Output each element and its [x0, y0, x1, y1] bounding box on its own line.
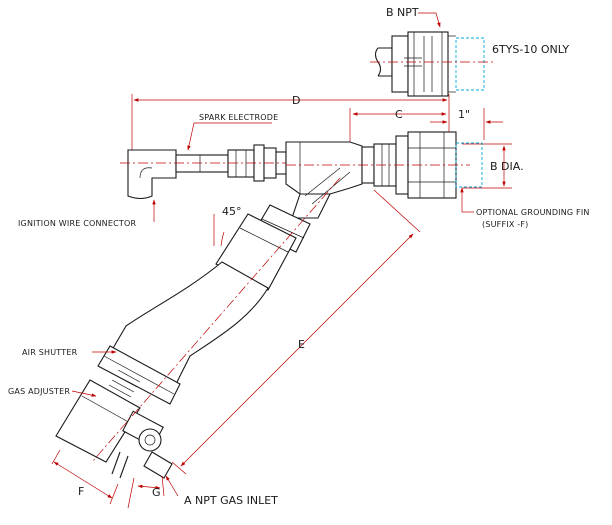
- left-callouts: AIR SHUTTER GAS ADJUSTER: [8, 348, 117, 397]
- angle-45-label: 45°: [222, 205, 242, 218]
- dim-d-label: D: [292, 94, 300, 107]
- suffix-f-label: (SUFFIX -F): [482, 220, 528, 229]
- air-shutter-label: AIR SHUTTER: [22, 348, 78, 357]
- ignition-wire-connector-label: IGNITION WIRE CONNECTOR: [18, 219, 136, 228]
- dim-c-label: C: [395, 108, 403, 121]
- top-dimensions: D C 1" B DIA.: [131, 94, 524, 189]
- dim-e-label: E: [298, 338, 305, 351]
- dimension-e: E: [171, 189, 421, 475]
- b-dia-label: B DIA.: [490, 160, 524, 173]
- burner-body: [285, 131, 483, 219]
- dim-f-label: F: [78, 485, 84, 498]
- b-npt-label: B NPT: [386, 6, 419, 19]
- dim-1in-label: 1": [458, 108, 470, 121]
- dim-g-label: G: [152, 486, 161, 499]
- grounding-fin-callout: OPTIONAL GROUNDING FIN (SUFFIX -F): [460, 187, 590, 229]
- a-npt-gas-inlet-label: A NPT GAS INLET: [184, 494, 278, 507]
- spark-electrode-label: SPARK ELECTRODE: [199, 113, 278, 122]
- bottom-dimensions: F G A NPT GAS INLET: [51, 449, 278, 509]
- ignition-assembly: SPARK ELECTRODE IGNITION WIRE CONNECTOR: [18, 113, 300, 228]
- optional-grounding-fin-label: OPTIONAL GROUNDING FIN: [476, 208, 590, 217]
- tys-only-label: 6TYS-10 ONLY: [492, 43, 569, 56]
- gas-adjuster-label: GAS ADJUSTER: [8, 387, 70, 396]
- detail-view-6tys-10: B NPT 6TYS-10 ONLY: [370, 6, 569, 97]
